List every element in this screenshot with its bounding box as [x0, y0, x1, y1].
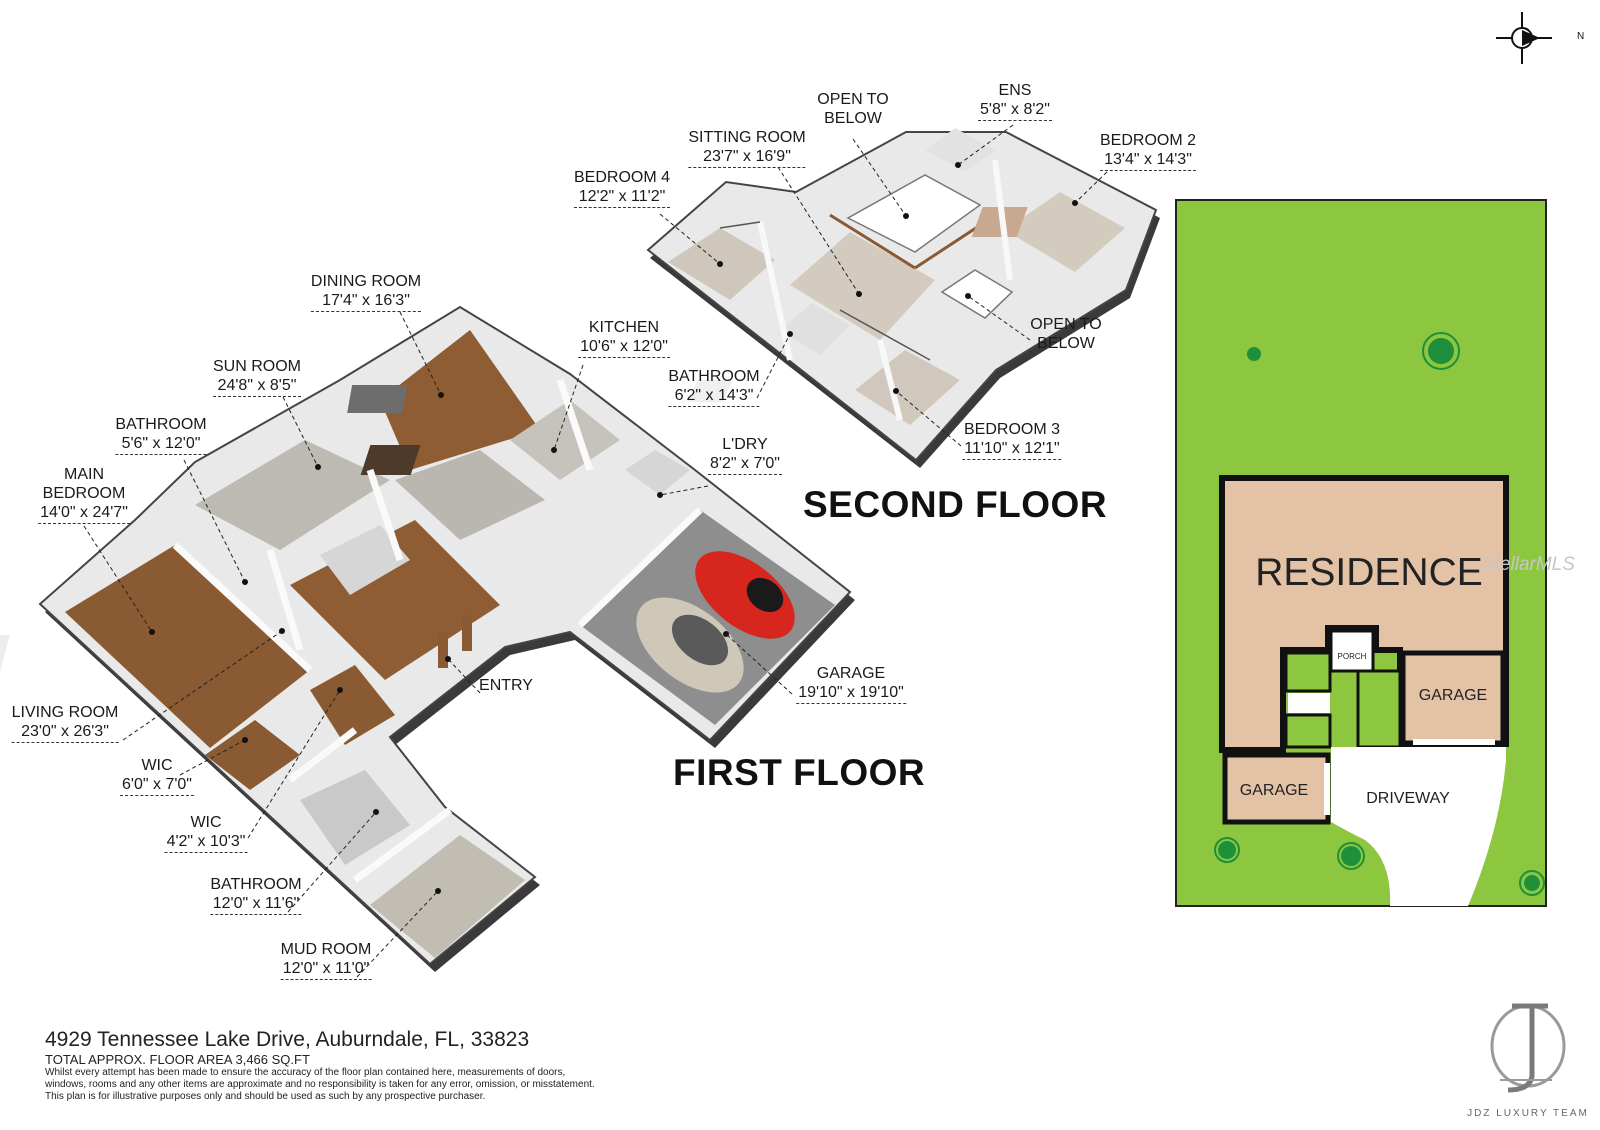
room-label-bedroom-4: BEDROOM 4 12'2" x 11'2" [573, 168, 671, 208]
room-name: OPEN TO BELOW [817, 91, 889, 127]
room-name: WIC [141, 757, 173, 774]
room-name: MUD ROOM [280, 941, 372, 958]
room-label-wic-2: WIC 4'2" x 10'3" [164, 813, 248, 853]
floor-area: TOTAL APPROX. FLOOR AREA 3,466 SQ.FT [45, 1052, 310, 1067]
room-name: SUN ROOM [213, 358, 301, 375]
watermark: StellarMLS [1482, 554, 1575, 575]
room-name: BATHROOM [115, 416, 207, 433]
site-driveway-label: DRIVEWAY [1366, 790, 1450, 807]
room-name: BEDROOM 2 [1099, 132, 1197, 149]
site-plan [1175, 199, 1547, 907]
site-garage-right-label: GARAGE [1419, 687, 1487, 704]
room-dims: 23'0" x 26'3" [11, 722, 119, 743]
room-name: SITTING ROOM [688, 129, 806, 146]
room-label-kitchen: KITCHEN 10'6" x 12'0" [578, 318, 670, 358]
room-label-living-room: LIVING ROOM 23'0" x 26'3" [11, 703, 119, 743]
room-dims: 12'0" x 11'0" [280, 959, 372, 980]
property-address: 4929 Tennessee Lake Drive, Auburndale, F… [45, 1028, 530, 1051]
room-dims: 19'10" x 19'10" [796, 683, 906, 704]
room-name: KITCHEN [588, 319, 660, 336]
room-name: GARAGE [816, 665, 886, 682]
site-garage-left-label: GARAGE [1240, 782, 1308, 799]
room-name: BATHROOM [668, 368, 760, 385]
room-label-bathroom-lower: BATHROOM 12'0" x 11'6" [210, 875, 302, 915]
room-dims: 17'4" x 16'3" [310, 291, 422, 312]
room-name: L'DRY [722, 436, 768, 453]
logo-brand-text: JDZ LUXURY TEAM [1467, 1108, 1589, 1119]
room-label-bathroom-2nd: BATHROOM 6'2" x 14'3" [668, 367, 760, 407]
room-label-bedroom-2: BEDROOM 2 13'4" x 14'3" [1099, 131, 1197, 171]
second-floor-title: SECOND FLOOR [803, 484, 1108, 525]
disclaimer-line-2: windows, rooms and any other items are a… [45, 1079, 595, 1090]
site-residence-label: RESIDENCE [1255, 551, 1483, 594]
room-name: BATHROOM [210, 876, 302, 893]
room-dims: 23'7" x 16'9" [688, 147, 806, 168]
room-name: DINING ROOM [310, 273, 422, 290]
disclaimer-line-1: Whilst every attempt has been made to en… [45, 1067, 566, 1078]
room-label-ens: ENS 5'8" x 8'2" [978, 81, 1052, 121]
room-dims: 6'2" x 14'3" [668, 386, 760, 407]
room-label-mud-room: MUD ROOM 12'0" x 11'0" [280, 940, 372, 980]
room-name: OPEN TO BELOW [1030, 316, 1102, 352]
room-dims: 24'8" x 8'5" [213, 376, 301, 397]
room-label-dining-room: DINING ROOM 17'4" x 16'3" [310, 272, 422, 312]
room-dims: 5'6" x 12'0" [115, 434, 207, 455]
room-label-main-bedroom: MAIN BEDROOM 14'0" x 24'7" [38, 465, 130, 524]
room-dims: 14'0" x 24'7" [38, 503, 130, 524]
first-floor-model [0, 305, 855, 972]
room-dims: 10'6" x 12'0" [578, 337, 670, 358]
site-porch-label: PORCH [1338, 652, 1367, 661]
room-label-sun-room: SUN ROOM 24'8" x 8'5" [213, 357, 301, 397]
room-label-open-to-below-2: OPEN TO BELOW [1030, 315, 1101, 353]
second-floor-model [646, 128, 1160, 468]
leader-lines [83, 124, 1108, 978]
room-dims: 5'8" x 8'2" [978, 100, 1052, 121]
room-name: BEDROOM 4 [573, 169, 671, 186]
compass-north-label: N [1577, 31, 1585, 42]
room-label-laundry: L'DRY 8'2" x 7'0" [708, 435, 782, 475]
disclaimer-line-3: This plan is for illustrative purposes o… [45, 1091, 486, 1102]
footer: 4929 Tennessee Lake Drive, Auburndale, F… [45, 1028, 745, 1103]
room-label-open-to-below-1: OPEN TO BELOW [817, 90, 888, 128]
room-dims: 6'0" x 7'0" [120, 775, 194, 796]
room-name: MAIN BEDROOM [42, 466, 126, 502]
room-label-garage: GARAGE 19'10" x 19'10" [796, 664, 906, 704]
first-floor-title: FIRST FLOOR [673, 752, 926, 793]
room-name: WIC [190, 814, 222, 831]
jdz-logo-mark [1490, 1003, 1566, 1093]
room-label-entry: ENTRY [479, 676, 533, 695]
room-dims: 13'4" x 14'3" [1099, 150, 1197, 171]
leader-dots [149, 162, 1078, 894]
room-name: LIVING ROOM [11, 704, 119, 721]
room-dims: 4'2" x 10'3" [164, 832, 248, 853]
room-name: ENTRY [479, 677, 533, 694]
room-name: ENS [998, 82, 1032, 99]
room-dims: 8'2" x 7'0" [708, 454, 782, 475]
compass-icon [1496, 12, 1552, 64]
room-label-wic-1: WIC 6'0" x 7'0" [120, 756, 194, 796]
logo: JDZ LUXURY TEAM [1467, 996, 1588, 1121]
room-label-bathroom-main: BATHROOM 5'6" x 12'0" [115, 415, 207, 455]
room-dims: 12'2" x 11'2" [573, 187, 671, 208]
room-name: BEDROOM 3 [963, 421, 1060, 438]
room-label-bedroom-3: BEDROOM 3 11'10" x 12'1" [962, 420, 1062, 460]
room-label-sitting-room: SITTING ROOM 23'7" x 16'9" [688, 128, 806, 168]
room-dims: 12'0" x 11'6" [210, 894, 302, 915]
room-dims: 11'10" x 12'1" [962, 439, 1062, 460]
